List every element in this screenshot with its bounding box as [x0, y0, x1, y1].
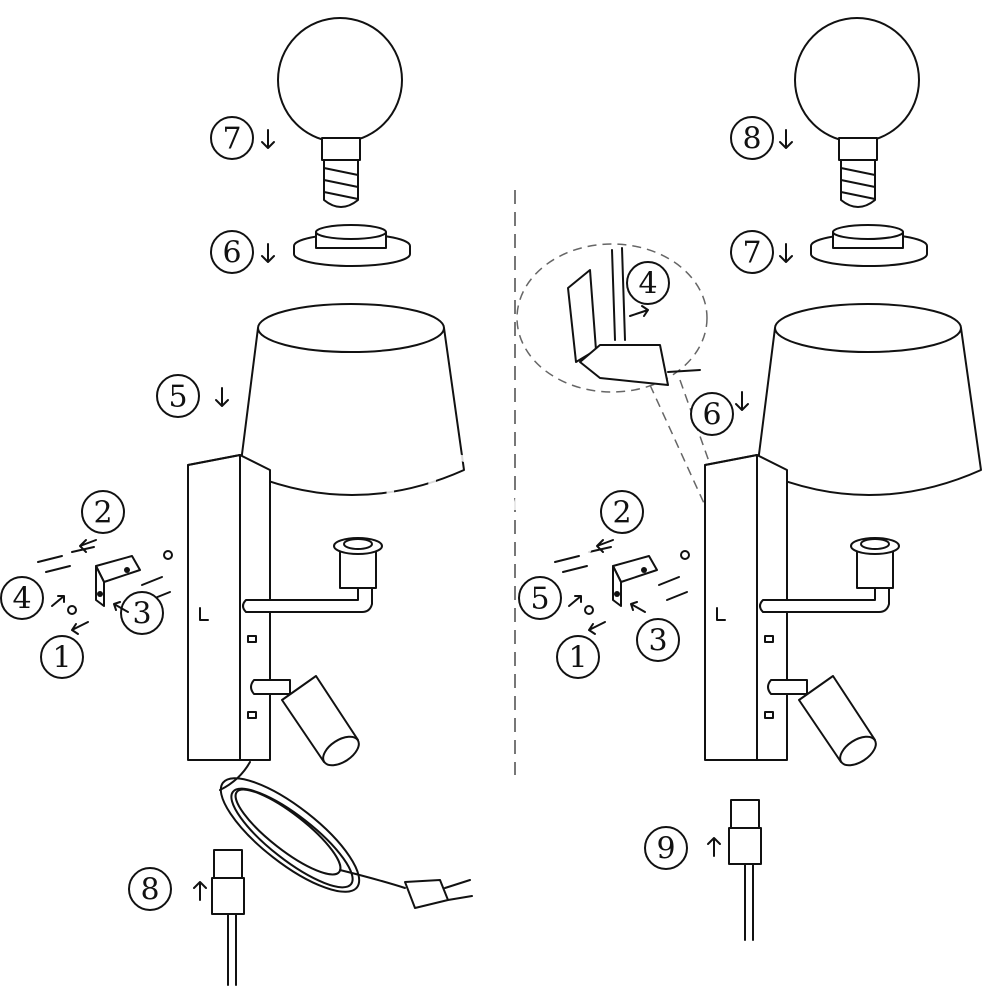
step-label: 3	[630, 601, 680, 662]
svg-text:8: 8	[742, 122, 761, 157]
step-label: 8	[730, 116, 793, 160]
step-label: 5	[156, 374, 229, 418]
svg-text:6: 6	[222, 236, 241, 271]
svg-text:2: 2	[612, 496, 631, 531]
step-label: 1	[556, 621, 606, 679]
left-steps: 7 6 5 2 4 1 3 8	[0, 116, 275, 911]
step-label: 7	[210, 116, 275, 160]
svg-text:1: 1	[52, 641, 71, 676]
step-label: 6	[210, 230, 275, 274]
watermark: LOVE lighting	[380, 438, 594, 556]
junction-callout	[516, 243, 713, 513]
svg-text:3: 3	[132, 597, 151, 632]
step-label: 2	[596, 490, 644, 553]
usb-plug-right	[728, 799, 762, 941]
right-steps: 8 7 4 6 2 5 1 3 9	[518, 116, 793, 870]
svg-text:3: 3	[648, 624, 667, 659]
svg-text:2: 2	[93, 496, 112, 531]
step-label: 3	[113, 591, 164, 635]
svg-text:4: 4	[638, 267, 657, 302]
svg-text:9: 9	[656, 832, 675, 867]
svg-text:LOVE: LOVE	[380, 438, 593, 527]
step-label: 8	[128, 867, 207, 911]
svg-text:5: 5	[530, 582, 549, 617]
svg-text:5: 5	[168, 380, 187, 415]
svg-text:8: 8	[140, 873, 159, 908]
svg-text:6: 6	[702, 398, 721, 433]
usb-plug-left	[211, 849, 245, 986]
step-label: 1	[40, 621, 89, 679]
step-label: 7	[730, 230, 793, 274]
step-label: 5	[518, 576, 582, 620]
wall-kit-right	[554, 546, 690, 615]
svg-text:7: 7	[742, 236, 761, 271]
step-label: 9	[644, 826, 721, 870]
step-label: 6	[690, 391, 749, 436]
svg-text:lighting: lighting	[480, 515, 594, 556]
svg-text:7: 7	[222, 122, 241, 157]
svg-text:4: 4	[12, 582, 31, 617]
step-label: 4	[0, 576, 65, 620]
step-label: 2	[79, 490, 125, 553]
power-cable	[219, 761, 473, 909]
svg-text:1: 1	[568, 641, 587, 676]
step-label: 4	[626, 261, 670, 317]
